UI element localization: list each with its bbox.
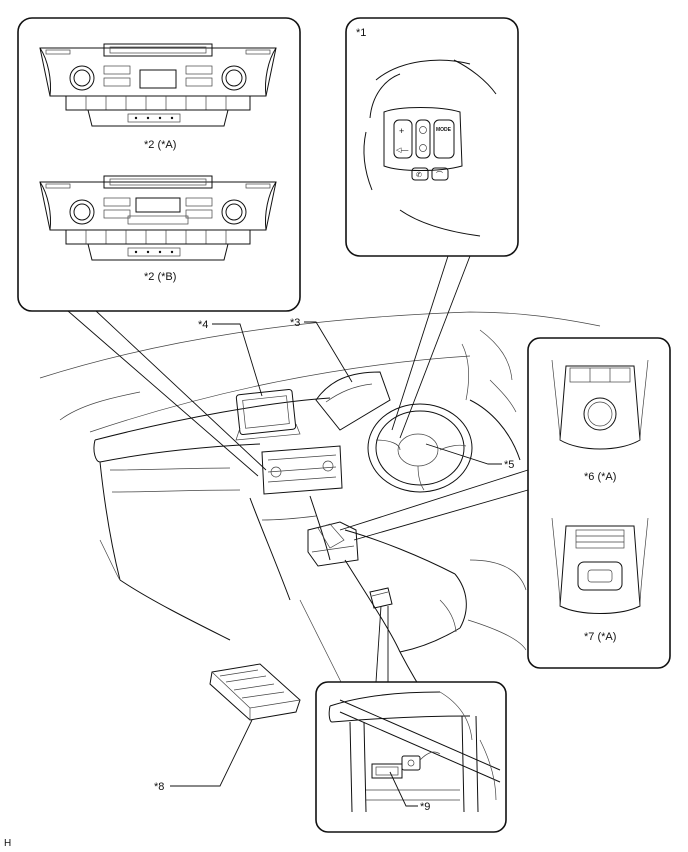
label-steering-switch: *1 xyxy=(356,27,366,39)
module-8-illustration xyxy=(209,663,301,721)
phone-hangup-icon: ⌒ xyxy=(436,171,443,179)
label-meter: *3 xyxy=(290,317,300,329)
label-ecu: *9 xyxy=(420,801,430,813)
panel-shifter: *6 (*A) *7 (*A) xyxy=(527,337,671,669)
label-audio-unit-b: *2 (*B) xyxy=(144,271,176,283)
switch-source-text: ◁— xyxy=(396,147,408,154)
switch-plus-text: + xyxy=(399,126,404,136)
label-module-8: *8 xyxy=(154,781,164,793)
audio-unit-a-illustration xyxy=(39,43,277,127)
label-shift-switch: *7 (*A) xyxy=(584,631,616,643)
panel-ecu-location xyxy=(315,681,507,833)
switch-mode-text: MODE xyxy=(436,127,452,133)
car-interior-illustration xyxy=(39,311,601,743)
audio-unit-b-illustration xyxy=(39,175,277,261)
phone-pickup-icon: ✆ xyxy=(416,171,422,179)
label-shift-dial: *6 (*A) xyxy=(584,471,616,483)
label-audio-unit-a: *2 (*A) xyxy=(144,139,176,151)
label-display: *4 xyxy=(198,319,208,331)
panel-audio-units: *2 (*A) xyxy=(17,17,301,312)
shift-switch-illustration xyxy=(551,517,649,614)
shift-dial-illustration xyxy=(551,359,649,450)
footer-code: H xyxy=(4,838,11,849)
label-steering-pad: *5 xyxy=(504,459,514,471)
panel-steering-switch: *1 + ◁— MODE ✆ ⌒ xyxy=(345,17,519,257)
